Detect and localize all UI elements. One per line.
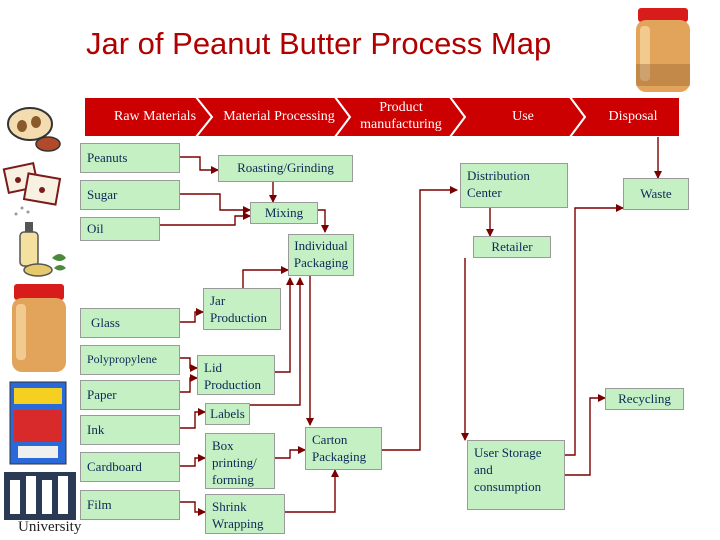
raw-material-polypropylene: Polypropylene: [80, 345, 180, 375]
arrow-cardboard-to-box: [180, 454, 206, 467]
peanut-butter-jar-small-icon: [12, 284, 66, 372]
raw-material-sugar: Sugar: [80, 180, 180, 210]
stage-label-raw-materials: Raw Materials: [113, 108, 197, 124]
arrow-film-to-shrink: [180, 501, 206, 516]
stage-chevron-disposal: [568, 96, 681, 138]
disposal-waste: Waste: [623, 178, 689, 210]
process-box-printing: Box printing/ forming: [205, 433, 275, 489]
stage-label-material-processing: Material Processing: [223, 108, 335, 124]
use-user-storage: User Storage and consumption: [467, 440, 565, 510]
process-roasting-grinding: Roasting/Grinding: [218, 155, 353, 182]
arrow-oil-to-mixing: [160, 212, 251, 226]
arrow-lid-to-packaging: [275, 277, 294, 373]
page-title: Jar of Peanut Butter Process Map: [86, 26, 552, 61]
arrow-ink-to-labels: [180, 408, 206, 429]
arrow-user-to-waste: [565, 204, 624, 456]
arrow-mixing-to-packaging: [318, 209, 329, 233]
raw-material-film: Film: [80, 490, 180, 520]
raw-material-ink: Ink: [80, 415, 180, 445]
use-distribution-center: Distribution Center: [460, 163, 568, 208]
arrow-paper-to-lid: [180, 374, 198, 393]
process-individual-packaging: Individual Packaging: [288, 234, 354, 276]
arrow-carton-to-distribution: [382, 186, 458, 451]
oil-bottle-icon: [19, 222, 66, 277]
university-logo-text: University: [18, 519, 82, 535]
stage-label-use: Use: [512, 108, 534, 124]
arrow-polypropylene-to-lid: [180, 357, 198, 372]
peanut-icon: [7, 107, 61, 152]
arrow-peanuts-to-roasting: [180, 156, 219, 174]
sugar-packets-icon: [2, 161, 62, 216]
arrow-shrink-to-carton: [285, 469, 339, 513]
arrow-labels-to-packaging: [250, 277, 304, 406]
arrow-box-to-carton: [275, 446, 306, 459]
cereal-box-icon: [9, 381, 67, 465]
arrow-jar-to-packaging: [242, 266, 289, 288]
raw-material-peanuts: Peanuts: [80, 143, 180, 173]
stage-label-product-manufacturing: Product manufacturing: [360, 100, 442, 132]
raw-material-oil: Oil: [80, 217, 160, 241]
raw-material-paper: Paper: [80, 380, 180, 410]
arrow-glass-to-jar: [180, 308, 204, 323]
raw-material-cardboard: Cardboard: [80, 452, 180, 482]
university-logo-icon: [4, 472, 76, 520]
process-jar-production: Jar Production: [203, 288, 281, 330]
process-carton-packaging: Carton Packaging: [305, 427, 382, 470]
peanut-butter-jar-icon: [636, 8, 690, 92]
disposal-recycling: Recycling: [605, 388, 684, 410]
stage-label-disposal: Disposal: [608, 108, 658, 124]
process-mixing: Mixing: [250, 202, 318, 224]
process-labels: Labels: [205, 403, 250, 425]
arrow-sugar-to-mixing: [180, 193, 251, 214]
raw-material-glass: Glass: [80, 308, 180, 338]
use-retailer: Retailer: [473, 236, 551, 258]
process-lid-production: Lid Production: [197, 355, 275, 395]
arrow-user-to-recycling: [565, 394, 606, 476]
process-shrink-wrapping: Shrink Wrapping: [205, 494, 285, 534]
